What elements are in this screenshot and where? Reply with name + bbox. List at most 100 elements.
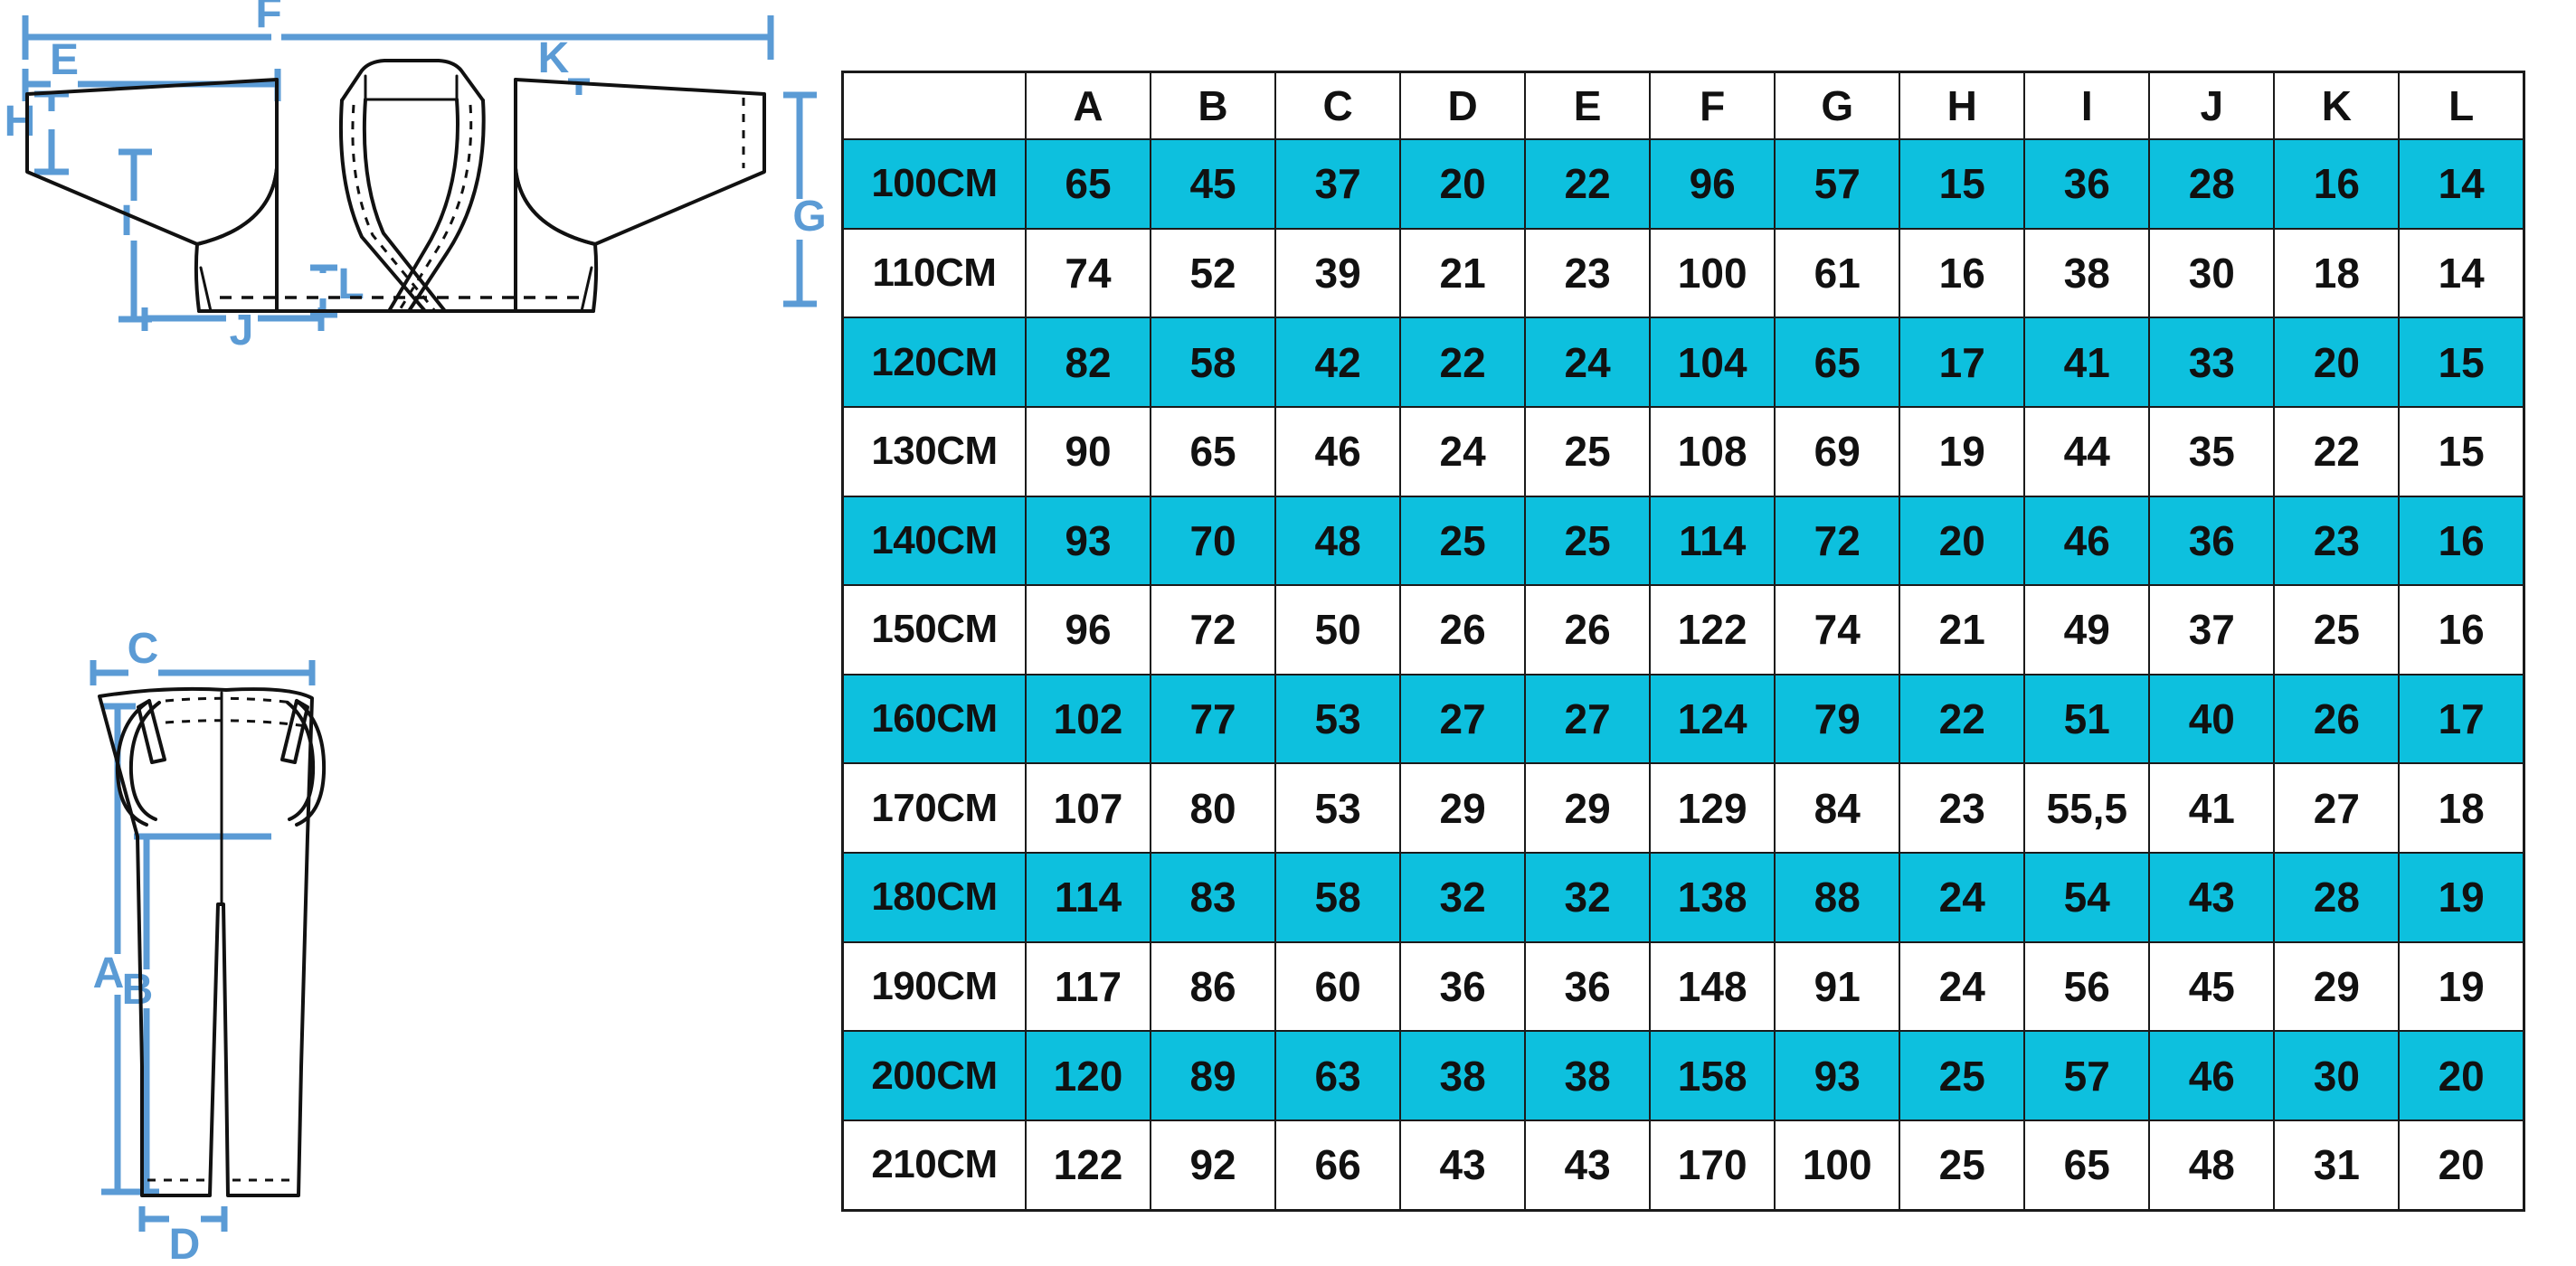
measurement-cell: 44: [2023, 405, 2151, 497]
measurement-cell: 38: [1399, 1030, 1527, 1121]
measurement-cell: 96: [1024, 584, 1152, 676]
measurement-cell: 29: [1524, 762, 1652, 854]
measurement-cell: 25: [1524, 495, 1652, 587]
column-header-e: E: [1524, 71, 1652, 140]
measurement-cell: 58: [1150, 316, 1277, 408]
measurement-cell: 108: [1649, 405, 1776, 497]
size-label-cell: 100CM: [841, 138, 1027, 230]
measurement-cell: 28: [2148, 138, 2276, 230]
measurement-cell: 61: [1774, 227, 1901, 319]
measurement-cell: 43: [1524, 1119, 1652, 1212]
measurement-cell: 33: [2148, 316, 2276, 408]
measurement-cell: 63: [1274, 1030, 1402, 1121]
measurement-cell: 93: [1774, 1030, 1901, 1121]
column-header-l: L: [2398, 71, 2525, 140]
pants-drawstring-right-inner: [286, 701, 316, 821]
measurement-cell: 54: [2023, 852, 2151, 943]
measurement-cell: 15: [2398, 405, 2525, 497]
dimension-K: K: [538, 34, 590, 95]
pants-drawing: C A B: [90, 625, 327, 1266]
column-header-b: B: [1150, 71, 1277, 140]
jacket-vent-right: [580, 266, 593, 313]
measurement-cell: 24: [1899, 940, 2026, 1033]
measurement-cell: 51: [2023, 673, 2151, 765]
measurement-cell: 107: [1024, 762, 1152, 854]
measurement-cell: 100: [1649, 227, 1776, 319]
measurement-cell: 58: [1274, 852, 1402, 943]
measurement-cell: 24: [1524, 316, 1652, 408]
measurement-cell: 170: [1649, 1119, 1776, 1212]
jacket-lapel-right: [407, 99, 486, 313]
dimension-J: J: [141, 307, 325, 354]
jacket-lapel-left: [338, 99, 427, 313]
measurement-cell: 102: [1024, 673, 1152, 765]
column-header-g: G: [1774, 71, 1901, 140]
measurement-cell: 60: [1274, 940, 1402, 1033]
table-corner-cell: [841, 71, 1027, 140]
dimension-label-J: J: [230, 307, 254, 354]
measurement-cell: 42: [1274, 316, 1402, 408]
dimension-I: I: [118, 148, 152, 323]
measurement-cell: 25: [1399, 495, 1527, 587]
measurement-cell: 37: [2148, 584, 2276, 676]
measurement-cell: 50: [1274, 584, 1402, 676]
measurement-cell: 31: [2273, 1119, 2401, 1212]
measurement-cell: 20: [2398, 1119, 2525, 1212]
measurement-cell: 117: [1024, 940, 1152, 1033]
measurement-cell: 77: [1150, 673, 1277, 765]
jacket-collar-inner-top: [364, 74, 459, 101]
measurement-cell: 27: [1399, 673, 1527, 765]
measurement-cell: 93: [1024, 495, 1152, 587]
measurement-cell: 83: [1150, 852, 1277, 943]
measurement-cell: 88: [1774, 852, 1901, 943]
measurement-cell: 22: [2273, 405, 2401, 497]
column-header-a: A: [1024, 71, 1152, 140]
measurement-cell: 23: [1899, 762, 2026, 854]
column-header-k: K: [2273, 71, 2401, 140]
measurement-cell: 30: [2273, 1030, 2401, 1121]
jacket-lapel-right-inner: [387, 98, 459, 313]
pants-drawstring-left-tip: [137, 699, 166, 764]
measurement-cell: 55,5: [2023, 762, 2151, 854]
measurement-cell: 57: [1774, 138, 1901, 230]
measurement-cell: 92: [1150, 1119, 1277, 1212]
measurement-cell: 25: [1524, 405, 1652, 497]
measurement-cell: 15: [1899, 138, 2026, 230]
measurement-cell: 36: [1399, 940, 1527, 1033]
measurement-cell: 90: [1024, 405, 1152, 497]
measurement-cell: 48: [1274, 495, 1402, 587]
measurement-cell: 41: [2023, 316, 2151, 408]
measurement-cell: 80: [1150, 762, 1277, 854]
column-header-c: C: [1274, 71, 1402, 140]
measurement-cell: 27: [2273, 762, 2401, 854]
measurement-cell: 72: [1774, 495, 1901, 587]
measurement-cell: 15: [2398, 316, 2525, 408]
measurement-cell: 100: [1774, 1119, 1901, 1212]
pants-drawstring-left-inner: [128, 701, 161, 821]
size-label-cell: 110CM: [841, 227, 1027, 319]
measurement-cell: 46: [2023, 495, 2151, 587]
measurement-cell: 19: [2398, 852, 2525, 943]
size-label-cell: 190CM: [841, 940, 1027, 1033]
jacket-left-body: [194, 78, 279, 313]
measurement-cell: 36: [1524, 940, 1652, 1033]
measurement-cell: 38: [1524, 1030, 1652, 1121]
dimension-label-G: G: [792, 193, 826, 241]
measurement-cell: 43: [2148, 852, 2276, 943]
measurement-cell: 25: [1899, 1119, 2026, 1212]
pants-drawstring-right-tip: [280, 699, 309, 764]
measurement-cell: 25: [1899, 1030, 2026, 1121]
size-label-cell: 200CM: [841, 1030, 1027, 1121]
measurement-cell: 39: [1274, 227, 1402, 319]
measurement-cell: 37: [1274, 138, 1402, 230]
measurement-cell: 84: [1774, 762, 1901, 854]
measurement-cell: 26: [2273, 673, 2401, 765]
measurement-cell: 16: [1899, 227, 2026, 319]
